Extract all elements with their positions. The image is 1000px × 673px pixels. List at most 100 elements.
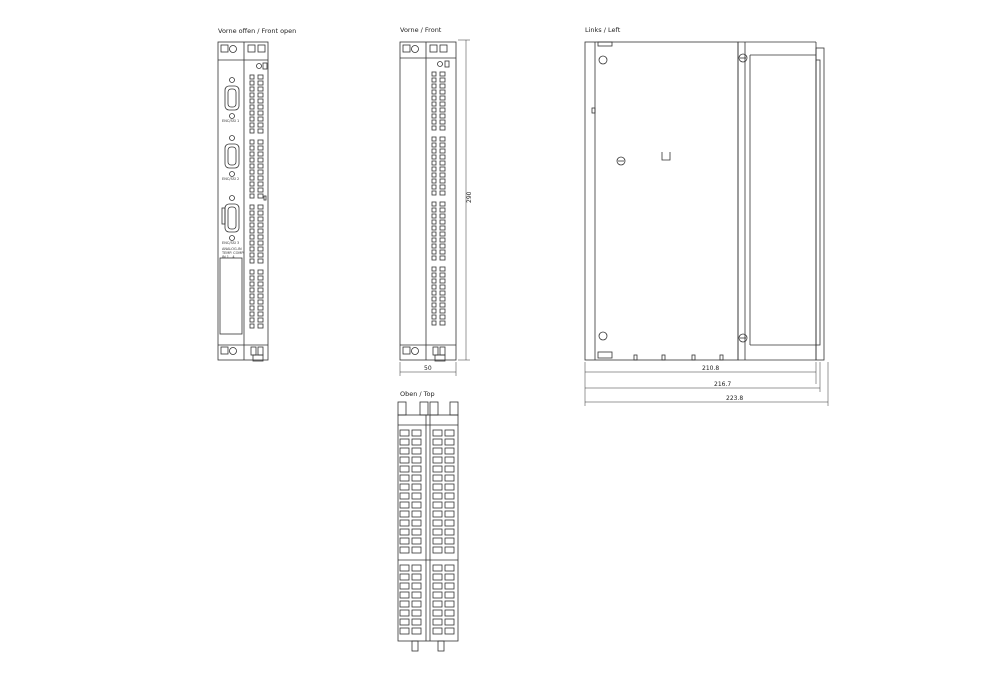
terminal-slot — [439, 302, 446, 308]
dimension-1: 210.8 — [702, 365, 719, 372]
terminal-cell — [432, 537, 443, 545]
terminal-slot — [439, 219, 446, 225]
terminal-slot — [249, 157, 255, 163]
dsub-connector-1 — [224, 77, 240, 119]
terminal-slot — [431, 308, 437, 314]
terminal-cell — [399, 564, 410, 572]
terminal-cell — [399, 519, 410, 527]
terminal-slot — [439, 119, 446, 125]
terminal-slot — [439, 237, 446, 243]
terminal-cell — [444, 618, 455, 626]
terminal-slot — [439, 255, 446, 261]
terminal-slot — [439, 178, 446, 184]
terminal-cell — [411, 564, 422, 572]
terminal-cell — [444, 438, 455, 446]
terminal-slot — [257, 252, 264, 258]
terminal-slot — [249, 204, 255, 210]
terminal-slot — [431, 136, 437, 142]
terminal-slot — [439, 184, 446, 190]
terminal-slot — [439, 290, 446, 296]
terminal-slot — [431, 237, 437, 243]
terminal-cell — [432, 501, 443, 509]
terminal-cell — [399, 582, 410, 590]
terminal-cell — [432, 609, 443, 617]
terminal-cell — [432, 474, 443, 482]
front-open-view-label: Vorne offen / Front open — [218, 27, 296, 35]
terminal-slot — [431, 314, 437, 320]
small-print-1: ANALOG-IN — [222, 247, 242, 251]
terminal-slot — [439, 201, 446, 207]
terminal-slot — [249, 169, 255, 175]
terminal-slot — [257, 139, 264, 145]
terminal-slot — [257, 92, 264, 98]
terminal-slot — [249, 187, 255, 193]
terminal-slot — [257, 187, 264, 193]
terminal-slot — [257, 246, 264, 252]
terminal-slot — [249, 305, 255, 311]
terminal-cell — [411, 537, 422, 545]
terminal-slot — [439, 107, 446, 113]
terminal-cell — [432, 600, 443, 608]
front-open-outline — [217, 41, 269, 361]
terminal-slot — [431, 290, 437, 296]
terminal-slot — [257, 210, 264, 216]
terminal-cell — [411, 456, 422, 464]
terminal-cell — [444, 447, 455, 455]
terminal-cell — [399, 528, 410, 536]
terminal-cell — [444, 456, 455, 464]
small-print-2: TEMP. COMP. — [221, 251, 244, 255]
terminal-slot — [431, 243, 437, 249]
terminal-cell — [411, 519, 422, 527]
terminal-slot — [431, 119, 437, 125]
terminal-cell — [411, 591, 422, 599]
terminal-cell — [411, 609, 422, 617]
mounting-hole-icon — [598, 55, 608, 65]
terminal-slot — [431, 101, 437, 107]
terminal-slot — [249, 269, 255, 275]
terminal-slot — [439, 89, 446, 95]
terminal-slot — [431, 77, 437, 83]
terminal-cell — [399, 537, 410, 545]
terminal-slot — [439, 231, 446, 237]
terminal-slot — [431, 95, 437, 101]
terminal-slot — [431, 166, 437, 172]
terminal-slot — [431, 320, 437, 326]
terminal-cell — [399, 483, 410, 491]
terminal-cell — [432, 438, 443, 446]
dimension-3: 223.8 — [726, 395, 743, 402]
terminal-slot — [257, 305, 264, 311]
terminal-cell — [411, 492, 422, 500]
terminal-cell — [411, 510, 422, 518]
terminal-cell — [432, 456, 443, 464]
terminal-cell — [399, 609, 410, 617]
terminal-cell — [444, 609, 455, 617]
terminal-slot — [249, 228, 255, 234]
terminal-cell — [411, 582, 422, 590]
terminal-slot — [431, 231, 437, 237]
terminal-cell — [444, 519, 455, 527]
terminal-slot — [439, 249, 446, 255]
terminal-slot — [439, 154, 446, 160]
terminal-slot — [257, 228, 264, 234]
terminal-cell — [399, 627, 410, 635]
terminal-cell — [444, 627, 455, 635]
terminal-cell — [411, 627, 422, 635]
terminal-slot — [257, 216, 264, 222]
terminal-slot — [257, 181, 264, 187]
left-view — [584, 41, 829, 406]
terminal-slot — [249, 258, 255, 264]
terminal-slot — [249, 317, 255, 323]
screw-icon — [738, 333, 748, 343]
terminal-slot — [431, 142, 437, 148]
terminal-cell — [411, 447, 422, 455]
terminal-cell — [432, 429, 443, 437]
terminal-slot — [431, 172, 437, 178]
terminal-cell — [399, 600, 410, 608]
terminal-slot — [257, 317, 264, 323]
terminal-slot — [439, 314, 446, 320]
terminal-slot — [257, 86, 264, 92]
terminal-slot — [249, 311, 255, 317]
terminal-cell — [399, 492, 410, 500]
left-view-label: Links / Left — [585, 26, 621, 34]
terminal-slot — [439, 113, 446, 119]
